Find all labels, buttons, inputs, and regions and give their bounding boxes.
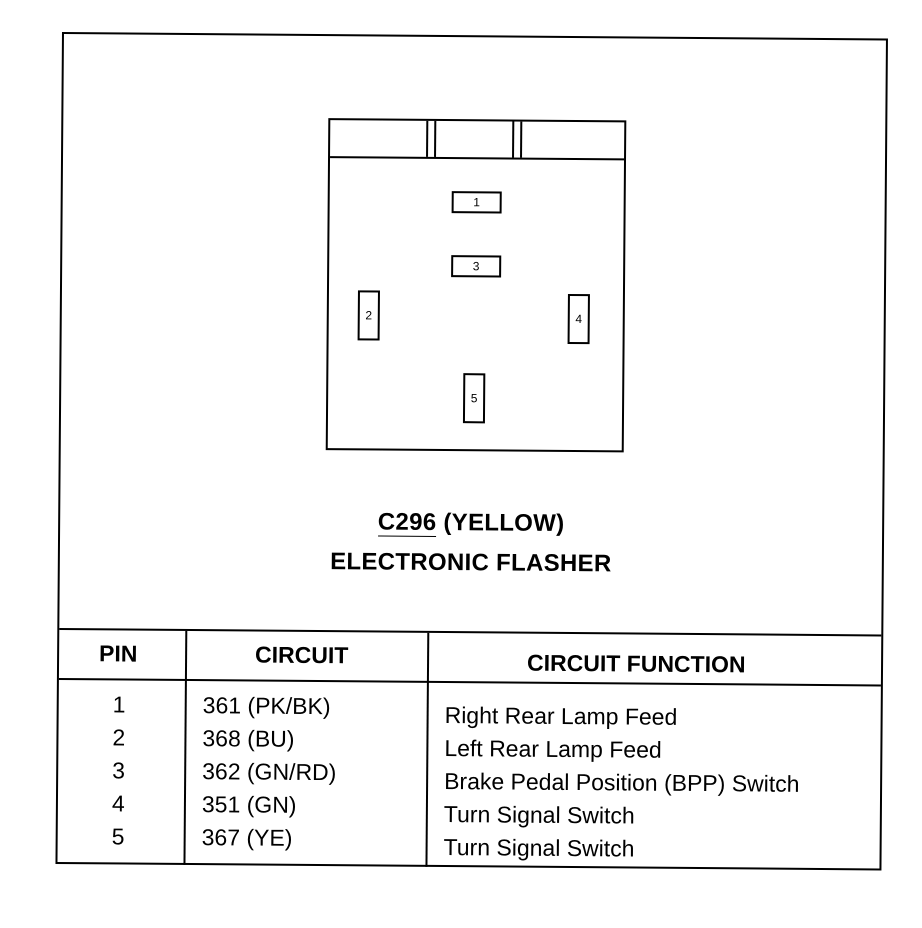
table-cell-function: Brake Pedal Position (BPP) Switch bbox=[444, 768, 800, 797]
table-cell-function: Left Rear Lamp Feed bbox=[444, 735, 662, 763]
header-pin: PIN bbox=[99, 640, 138, 667]
function-column: Right Rear Lamp Feed Left Rear Lamp Feed… bbox=[443, 699, 800, 867]
connector-title: C296 (YELLOW) bbox=[60, 506, 882, 541]
header-circuit-function: CIRCUIT FUNCTION bbox=[526, 649, 746, 678]
table-cell-circuit: 368 (BU) bbox=[202, 725, 295, 752]
table-cell-function: Turn Signal Switch bbox=[443, 801, 635, 829]
pinout-table: PIN CIRCUIT CIRCUIT FUNCTION 1 2 3 4 5 3… bbox=[57, 627, 882, 871]
table-column-divider-1 bbox=[183, 630, 188, 865]
header-circuit: CIRCUIT bbox=[255, 641, 349, 669]
pin-4: 4 bbox=[567, 293, 590, 345]
table-cell-pin: 4 bbox=[111, 790, 125, 817]
table-cell-circuit: 351 (GN) bbox=[201, 791, 297, 818]
connector-color: (YELLOW) bbox=[443, 509, 565, 537]
table-cell-function: Turn Signal Switch bbox=[443, 834, 635, 862]
table-cell-circuit: 362 (GN/RD) bbox=[202, 758, 337, 786]
connector-face: 1 3 2 4 5 bbox=[325, 118, 627, 453]
diagram-frame: 1 3 2 4 5 C296 (YELLOW) ELECTRONIC FLASH… bbox=[55, 32, 888, 871]
pin-1: 1 bbox=[451, 191, 502, 214]
circuit-column: 361 (PK/BK) 368 (BU) 362 (GN/RD) 351 (GN… bbox=[202, 689, 337, 855]
connector-latch-right bbox=[512, 121, 523, 158]
connector-code: C296 bbox=[377, 508, 437, 538]
table-cell-function: Right Rear Lamp Feed bbox=[444, 702, 678, 730]
connector-latch-left bbox=[426, 120, 437, 157]
connector-lock-band bbox=[330, 120, 625, 161]
table-cell-pin: 2 bbox=[112, 724, 126, 751]
table-cell-pin: 5 bbox=[111, 823, 125, 850]
table-cell-circuit: 361 (PK/BK) bbox=[202, 692, 331, 720]
table-cell-pin: 1 bbox=[112, 691, 126, 718]
pin-5: 5 bbox=[462, 373, 486, 424]
pin-column: 1 2 3 4 5 bbox=[112, 688, 126, 853]
pin-3: 3 bbox=[451, 255, 502, 278]
table-cell-pin: 3 bbox=[112, 757, 126, 784]
table-cell-circuit: 367 (YE) bbox=[201, 824, 293, 851]
connector-name: ELECTRONIC FLASHER bbox=[330, 548, 612, 578]
table-header-divider bbox=[58, 677, 881, 687]
pin-2: 2 bbox=[357, 290, 380, 341]
table-column-divider-2 bbox=[425, 632, 430, 867]
